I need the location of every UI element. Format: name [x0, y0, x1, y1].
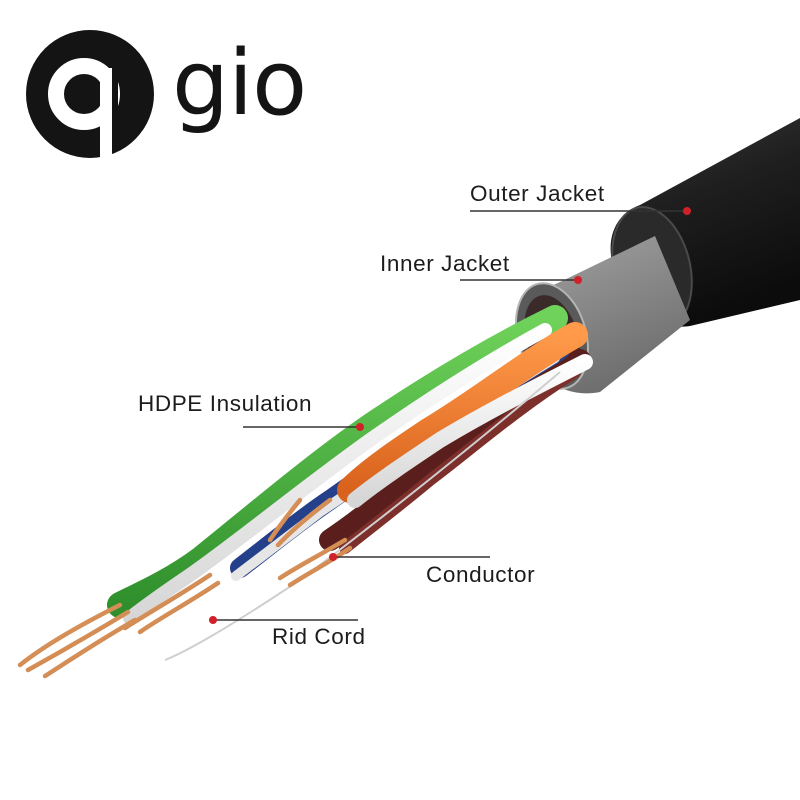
- copper-conductors: [17, 497, 353, 679]
- orange-wire-pair: [337, 322, 593, 508]
- green-wire-pair: [107, 305, 568, 625]
- label-inner-jacket: Inner Jacket: [380, 251, 510, 276]
- label-rid-cord: Rid Cord: [272, 624, 366, 649]
- label-conductor: Conductor: [426, 562, 536, 587]
- rip-cord-line: [164, 371, 561, 661]
- label-hdpe-insulation: HDPE Insulation: [138, 391, 313, 416]
- g-letter-icon: [26, 30, 154, 160]
- leader-dots: [209, 207, 691, 624]
- label-outer-jacket: Outer Jacket: [470, 181, 605, 206]
- leader-lines: [213, 210, 687, 621]
- brand-name: gio: [172, 31, 307, 136]
